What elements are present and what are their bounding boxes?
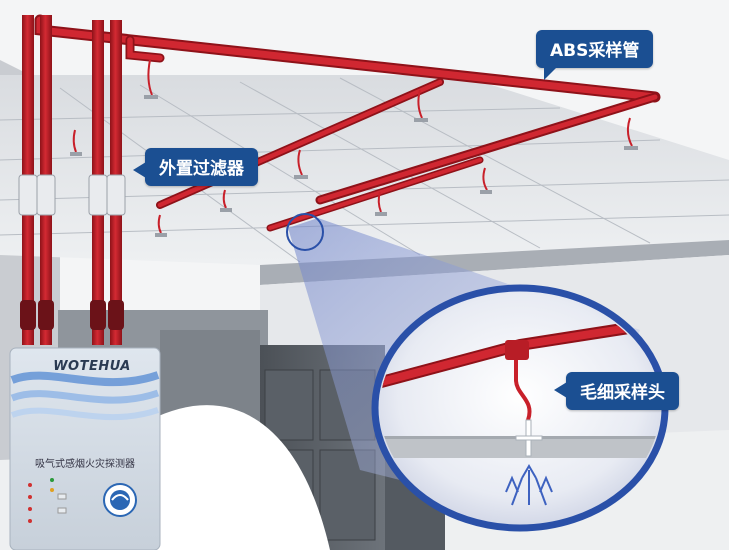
external-filter-label: 外置过滤器 xyxy=(159,159,244,179)
external-filter-callout: 外置过滤器 xyxy=(133,148,258,186)
device-logo-badge xyxy=(103,483,137,517)
device-buttons xyxy=(57,493,67,514)
callout-tail xyxy=(133,162,146,178)
device-brand: WOTEHUA xyxy=(53,359,131,374)
magnifier-lens xyxy=(371,284,669,532)
callout-tail xyxy=(544,66,558,80)
device-title: 吸气式感烟火灾探测器 xyxy=(35,457,135,470)
callout-tail xyxy=(554,382,567,398)
ceiling xyxy=(0,75,729,265)
aspirating-smoke-detector: WOTEHUA 吸气式感烟火灾探测器 xyxy=(9,347,161,550)
magnifier-source-ring xyxy=(286,213,324,251)
riser-pipes xyxy=(18,15,126,345)
capillary-head-label: 毛细采样头 xyxy=(580,383,665,403)
device-status-leds xyxy=(28,478,54,523)
abs-pipe-label: ABS采样管 xyxy=(550,41,640,61)
abs-pipe-callout: ABS采样管 xyxy=(536,30,654,80)
capillary-head-callout: 毛细采样头 xyxy=(554,372,679,410)
ceiling-sampling-heads xyxy=(72,59,633,234)
